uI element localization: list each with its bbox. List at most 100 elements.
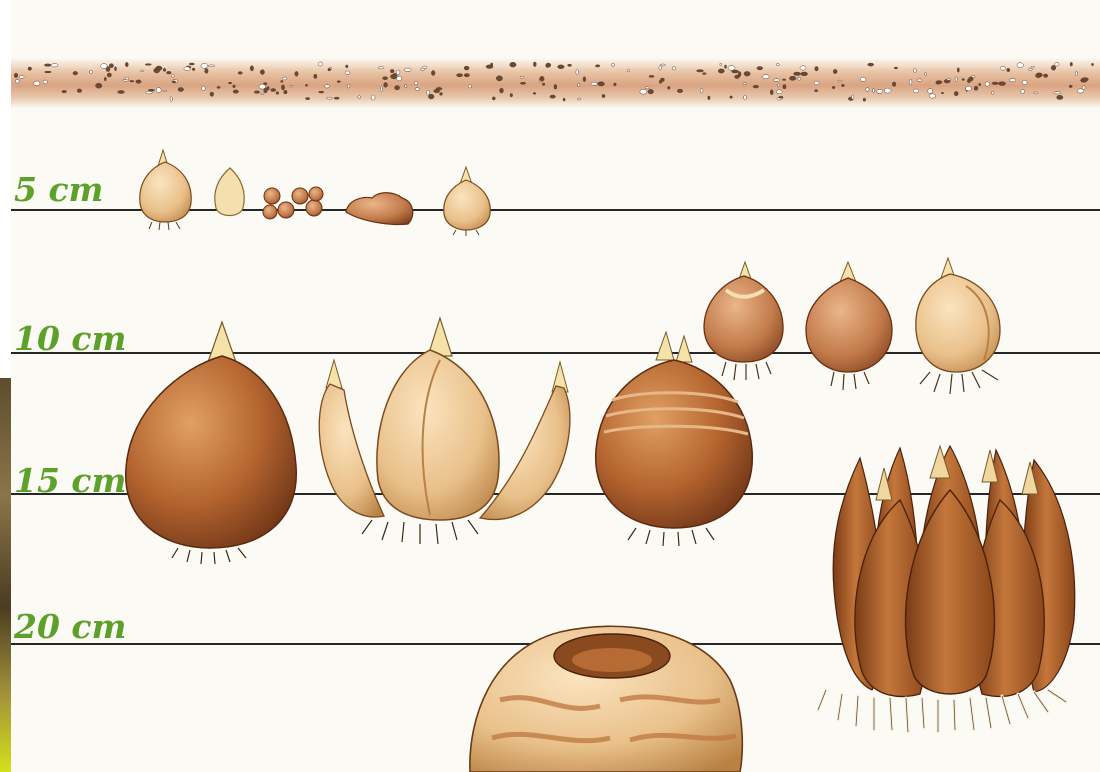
soil-speck	[14, 73, 18, 78]
soil-speck	[866, 88, 869, 92]
soil-speck	[743, 82, 746, 84]
soil-speck	[51, 64, 58, 67]
soil-speck	[34, 81, 40, 86]
soil-speck	[306, 84, 308, 86]
soil-speck	[992, 91, 994, 94]
soil-speck	[123, 79, 129, 81]
soil-speck	[702, 73, 706, 75]
soil-speck	[254, 91, 260, 93]
soil-speck	[43, 80, 47, 84]
soil-speck	[428, 94, 434, 99]
soil-speck	[404, 68, 411, 71]
soil-speck	[434, 89, 440, 92]
soil-speck	[540, 76, 544, 81]
large-bulb-ringed	[596, 332, 753, 546]
soil-speck	[146, 91, 153, 94]
soil-speck	[1070, 62, 1072, 66]
soil-speck	[136, 80, 141, 83]
soil-speck	[776, 64, 779, 66]
soil-speck	[383, 77, 388, 80]
soil-speck	[208, 65, 215, 67]
soil-speck	[109, 64, 113, 68]
soil-speck	[744, 95, 747, 99]
soil-speck	[602, 94, 605, 97]
soil-speck	[107, 73, 111, 77]
soil-speck	[972, 75, 975, 77]
soil-speck	[757, 67, 763, 70]
soil-speck	[492, 97, 495, 100]
soil-speck	[346, 65, 348, 68]
large-bulb-cluster	[818, 446, 1075, 732]
soil-speck	[966, 86, 972, 91]
soil-speck	[838, 80, 843, 82]
soil-speck	[178, 88, 184, 92]
soil-speck	[873, 89, 875, 93]
soil-speck	[974, 86, 978, 90]
soil-speck	[1007, 68, 1010, 71]
soil-speck	[1055, 63, 1059, 67]
soil-speck	[468, 85, 471, 88]
soil-speck	[347, 84, 349, 88]
small-bulb-3	[444, 167, 491, 236]
soil-speck	[378, 67, 384, 69]
soil-speck	[568, 64, 572, 66]
soil-speck	[426, 90, 429, 95]
soil-speck	[779, 96, 784, 98]
soil-speck	[15, 80, 19, 84]
soil-speck	[358, 96, 361, 99]
soil-speck	[577, 98, 580, 100]
soil-speck	[649, 75, 654, 77]
soil-speck	[259, 84, 266, 89]
soil-speck	[815, 90, 818, 92]
soil-speck	[1029, 68, 1033, 70]
soil-speck	[314, 74, 317, 78]
soil-speck	[90, 70, 93, 73]
soil-speck	[595, 65, 599, 67]
soil-speck	[457, 74, 463, 77]
soil-speck	[732, 70, 739, 73]
soil-speck	[306, 98, 310, 100]
soil-speck	[384, 83, 388, 88]
soil-speck	[576, 70, 579, 75]
soil-speck	[770, 90, 773, 95]
soil-speck	[947, 79, 951, 81]
soil-speck	[925, 73, 927, 76]
soil-speck	[1044, 74, 1048, 77]
small-bulb-2	[215, 168, 244, 216]
soil-speck	[782, 79, 785, 81]
soil-speck	[1034, 92, 1038, 94]
soil-speck	[1081, 78, 1088, 82]
soil-speck	[145, 64, 151, 66]
soil-speck	[941, 92, 943, 94]
soil-speck	[598, 82, 605, 86]
soil-speck	[913, 68, 916, 72]
soil-speck	[776, 90, 782, 94]
soil-speck	[1051, 65, 1056, 70]
soil-speck	[520, 82, 526, 84]
soil-speck	[210, 92, 214, 96]
soil-speck	[192, 68, 195, 71]
soil-speck	[371, 95, 375, 100]
soil-speck	[115, 67, 117, 71]
soil-speck	[611, 64, 615, 67]
soil-speck	[542, 83, 545, 85]
soil-speck	[440, 93, 443, 96]
soil-speck	[276, 92, 279, 95]
soil-speck	[992, 82, 998, 85]
soil-speck	[954, 91, 958, 95]
soil-speck	[815, 67, 818, 71]
soil-speck	[148, 89, 154, 91]
soil-speck	[118, 91, 125, 94]
soil-speck	[591, 82, 598, 85]
soil-speck	[863, 98, 866, 101]
soil-speck	[832, 86, 835, 88]
soil-speck	[233, 90, 238, 93]
soil-speck	[957, 68, 959, 73]
soil-speck	[73, 71, 78, 75]
soil-speck	[184, 67, 190, 71]
soil-speck	[798, 77, 801, 80]
soil-speck	[668, 86, 671, 89]
soil-speck	[172, 74, 175, 77]
soil-speck	[628, 70, 630, 72]
